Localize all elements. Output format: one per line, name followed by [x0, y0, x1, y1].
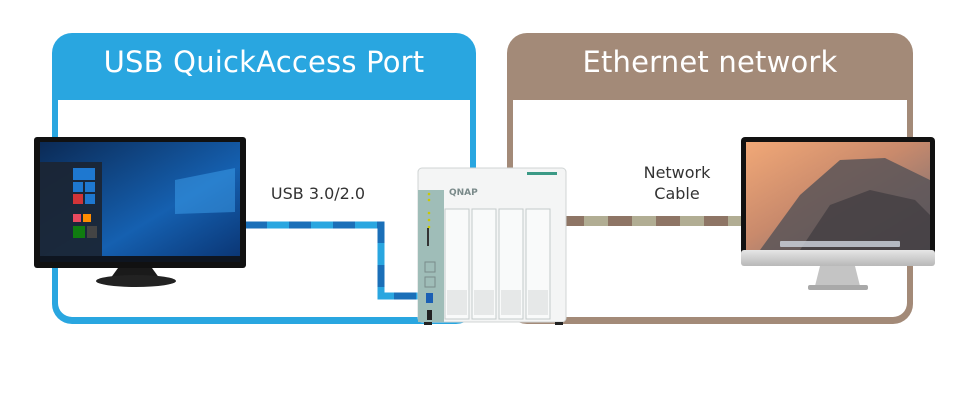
- network-cable-label-line2: Cable: [654, 184, 700, 203]
- copy-button: [424, 276, 436, 288]
- windows-monitor: [34, 137, 246, 287]
- usb3-port: [426, 293, 433, 303]
- qnap-nas: QNAP: [417, 167, 567, 325]
- imac: [741, 137, 935, 290]
- monitor-stand: [96, 275, 176, 287]
- usb-cable: [245, 221, 420, 300]
- usb-quickaccess-port: [427, 310, 432, 320]
- taskbar: [40, 256, 240, 262]
- power-button: [424, 261, 436, 273]
- usb-panel-title: USB QuickAccess Port: [103, 45, 425, 79]
- usb-cable-label: USB 3.0/2.0: [270, 184, 366, 203]
- imac-stand: [808, 285, 868, 290]
- imac-chin: [741, 250, 935, 266]
- ethernet-panel-title: Ethernet network: [582, 45, 838, 79]
- qnap-logo: QNAP: [449, 188, 478, 198]
- network-cable-label-line1: Network: [643, 163, 711, 182]
- network-cable-label: Network Cable: [627, 162, 727, 204]
- dock: [780, 241, 900, 247]
